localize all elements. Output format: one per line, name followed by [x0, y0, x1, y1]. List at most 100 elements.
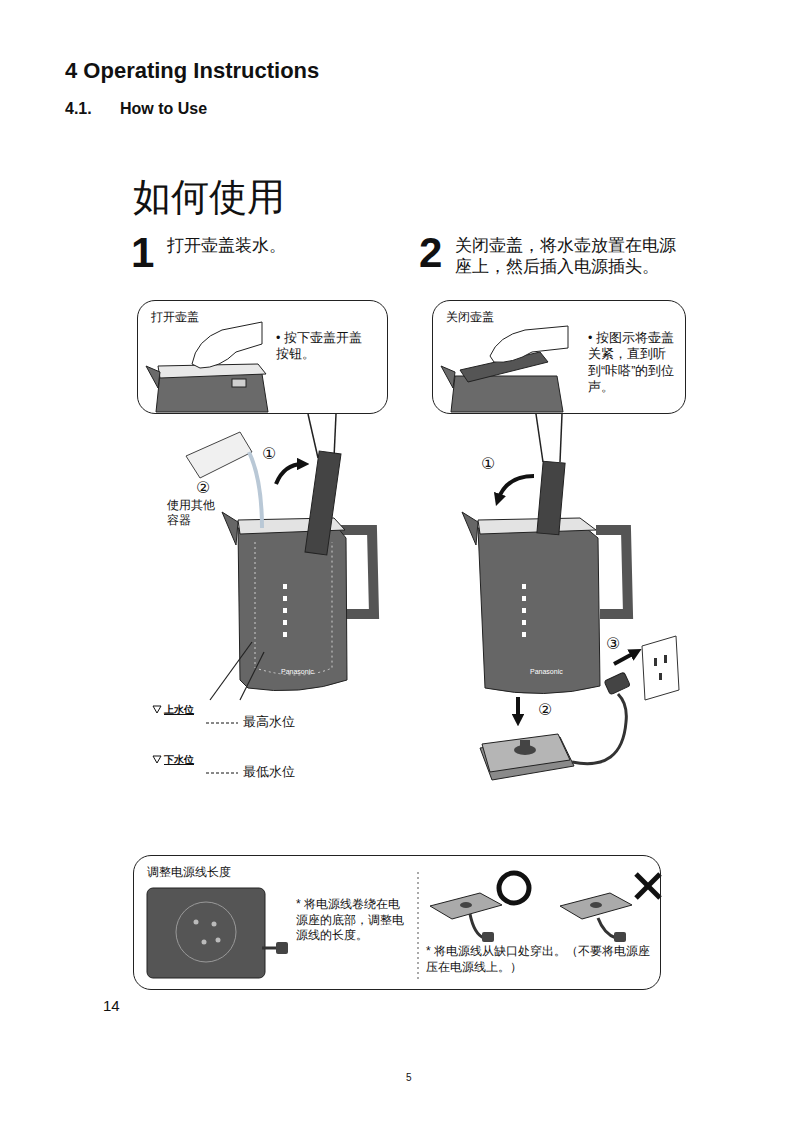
kettle-figure: [478, 528, 600, 694]
wrong-mark: [636, 874, 660, 898]
note-text: 使用其他容器: [167, 498, 219, 528]
wall-socket: [642, 636, 679, 700]
kettle-figure: [537, 461, 565, 535]
hand-figure: [490, 326, 568, 362]
kettle-figure: [462, 461, 628, 693]
wrong-mark: [636, 874, 660, 898]
separator: [418, 872, 419, 982]
callout-tail: [536, 414, 543, 462]
page-heading: 如何使用: [133, 174, 285, 222]
base-correct-figure: [470, 914, 484, 938]
base-underside-figure: [194, 920, 221, 945]
brand-logo: Panasonic: [281, 668, 314, 677]
kettle-top-figure: [441, 366, 455, 388]
kettle-figure: [305, 451, 341, 555]
callout-box: 打开壶盖• 按下壶盖开盖按钮。: [137, 300, 388, 414]
base-underside-figure: [276, 942, 288, 954]
kettle-figure: [522, 596, 526, 601]
kettle-figure: [283, 620, 287, 625]
callout-tail: [334, 414, 336, 458]
base-underside-figure: [212, 922, 217, 927]
base-wrong-figure: [560, 893, 632, 919]
step-number: 1: [131, 227, 154, 280]
kettle-figure: [255, 542, 332, 675]
kettle-figure: [238, 528, 347, 691]
level-mark: 上水位: [164, 704, 194, 717]
kettle-figure: [522, 632, 526, 637]
kettle-figure: [283, 608, 287, 613]
level-marker: [206, 773, 238, 774]
kettle-top-figure: [232, 379, 246, 387]
lid-arrow: [276, 464, 303, 484]
hand-figure: [192, 322, 262, 368]
box-heading: 调整电源线长度: [147, 865, 231, 881]
power-cord: [572, 694, 626, 764]
kettle-figure: [222, 512, 238, 545]
kettle-top-figure: [156, 374, 268, 412]
base-underside-figure: [194, 920, 199, 925]
kettle-figure: [222, 451, 374, 691]
kettle-figure: [522, 584, 526, 637]
power-base-figure: [480, 734, 574, 780]
plug: [604, 672, 630, 695]
kettle-figure: [522, 620, 526, 625]
base-wrong-figure: [590, 902, 602, 908]
cup-figure: [249, 452, 262, 528]
callout-tail: [308, 414, 562, 462]
cup-figure: [186, 432, 252, 478]
kettle-figure: [522, 584, 526, 589]
callout-number: ②: [196, 478, 210, 498]
level-pointer: [210, 642, 252, 700]
section-number: 4.1.: [65, 99, 92, 119]
level-text: 最高水位: [243, 714, 295, 730]
section-heading: 4 Operating Instructions: [65, 57, 319, 85]
base-underside-figure: [147, 888, 288, 978]
wrong-mark: [636, 874, 660, 898]
box-heading: 关闭壶盖: [446, 310, 494, 326]
box-text: • 按图示将壶盖关紧，直到听到“咔嗒”的到位声。: [588, 330, 676, 395]
lid-arrow: [498, 476, 534, 500]
box-text: * 将电源线卷绕在电源座的底部，调整电源线的长度。: [296, 897, 410, 944]
kettle-figure: [462, 512, 478, 545]
wall-socket: [664, 655, 667, 663]
callout-number: ①: [481, 454, 495, 474]
base-correct-figure: [460, 902, 472, 908]
level-text: 最低水位: [243, 764, 295, 780]
kettle-figure: [522, 608, 526, 613]
base-wrong-figure: [614, 932, 626, 942]
kettle-figure: [283, 596, 287, 601]
box-text: * 将电源线从缺口处穿出。（不要将电源座压在电源线上。）: [426, 944, 651, 975]
subsection-heading: How to Use: [120, 99, 207, 119]
base-wrong-figure: [560, 893, 632, 942]
kettle-top-figure: [146, 366, 160, 388]
base-correct-figure: [430, 893, 502, 942]
base-correct-figure: [482, 932, 494, 942]
box-heading: 打开壶盖: [151, 310, 199, 326]
level-mark: 下水位: [164, 754, 194, 767]
level-marker: [153, 706, 238, 773]
power-base-figure: [482, 734, 570, 772]
level-pointer: [240, 652, 264, 700]
down-arrow: [516, 697, 520, 720]
kettle-figure: [283, 584, 287, 637]
callout-tail: [308, 414, 318, 458]
cup-figure: [186, 432, 262, 528]
plug-arrow: [614, 652, 636, 664]
base-underside-figure: [202, 940, 207, 945]
kettle-figure: [283, 584, 287, 589]
level-marker: [153, 706, 161, 713]
callout-number: ②: [538, 700, 552, 720]
step-text: 关闭壶盖，将水壶放置在电源座上，然后插入电源插头。: [455, 235, 687, 278]
level-marker: [206, 723, 238, 724]
page-number: 14: [103, 997, 120, 1016]
level-pointer: [210, 642, 264, 700]
base-underside-figure: [216, 938, 221, 943]
base-correct-figure: [430, 893, 502, 919]
kettle-figure: [283, 632, 287, 637]
callout-number: ①: [262, 444, 276, 464]
callout-number: ③: [606, 634, 620, 654]
wall-socket: [642, 636, 679, 700]
callout-box: 关闭壶盖 • 按图示将壶盖关紧，直到听到“咔嗒”的到位声。: [432, 300, 686, 414]
wall-socket: [659, 673, 662, 680]
